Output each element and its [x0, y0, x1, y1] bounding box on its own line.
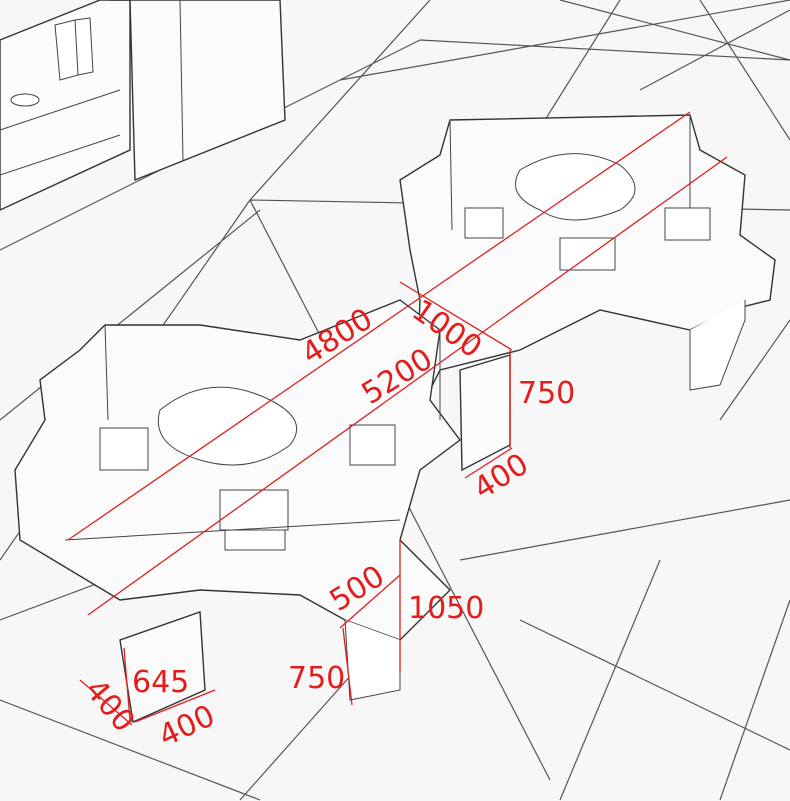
workstation-front-cluster	[14, 299, 511, 724]
dimension-lines	[67, 111, 728, 726]
bookshelf	[0, 0, 286, 211]
dim-645-label: 645	[132, 665, 189, 700]
workstation-back-cluster	[399, 114, 776, 421]
dim-750-label: 750	[288, 661, 345, 696]
dim-1050-label: 1050	[408, 591, 484, 626]
dim-750-right-label: 750	[518, 376, 575, 411]
